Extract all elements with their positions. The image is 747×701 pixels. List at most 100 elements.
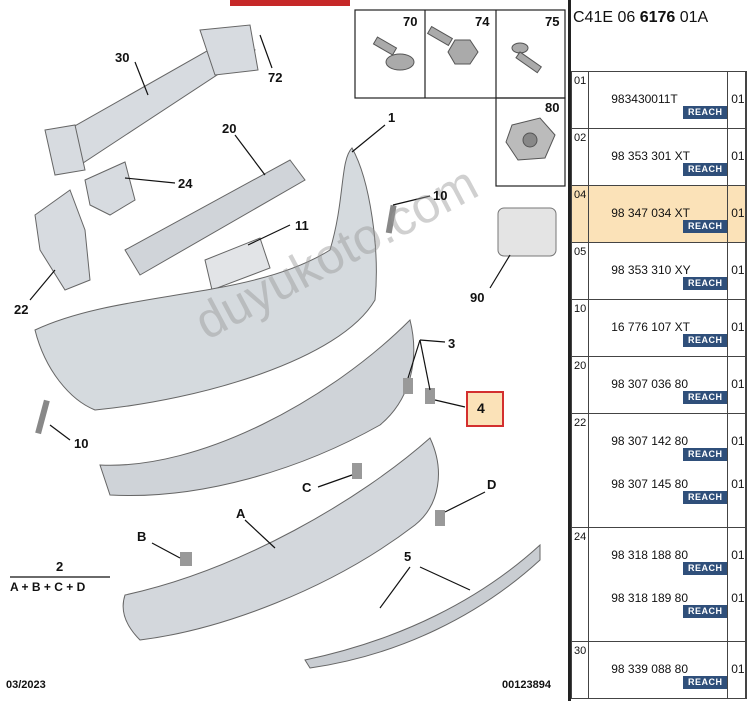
- header-banner: [230, 0, 350, 6]
- part-quantity: 01: [731, 662, 745, 676]
- callout-72[interactable]: 72: [268, 70, 283, 85]
- part-number[interactable]: 98 347 034 XT: [611, 206, 690, 220]
- callout-74[interactable]: 74: [475, 14, 490, 29]
- catalog-ref-suffix: 01A: [675, 9, 709, 26]
- bracket-22: [34, 189, 91, 291]
- part-quantity: 01: [731, 149, 745, 163]
- clip-3b: [425, 388, 435, 404]
- highlight-box-4: [466, 391, 504, 427]
- reach-badge: REACH: [683, 163, 728, 176]
- callout-3[interactable]: 3: [448, 336, 456, 351]
- callout-80[interactable]: 80: [545, 100, 560, 115]
- callout-90[interactable]: 90: [470, 290, 485, 305]
- row-description: [744, 527, 747, 642]
- callout-1[interactable]: 1: [388, 110, 396, 125]
- catalog-reference: C41E 06 6176 01A: [573, 9, 708, 27]
- row-position: 20: [570, 356, 590, 414]
- plate-11: [204, 237, 271, 291]
- part-quantity: 01: [731, 206, 745, 220]
- callout-11[interactable]: 11: [295, 218, 309, 233]
- part-number[interactable]: 983430011T: [611, 92, 678, 106]
- part-number[interactable]: 98 353 301 XT: [611, 149, 690, 163]
- row-reference: 983430011T REACH: [588, 71, 729, 129]
- part-number[interactable]: 98 307 036 80: [611, 377, 688, 391]
- parts-diagram: duyukoto.com 30 72 70 74 75 80 1 20 24 1…: [6, 0, 566, 691]
- callout-a[interactable]: A: [236, 506, 246, 521]
- part-number[interactable]: 98 318 189 80: [611, 591, 688, 605]
- part-number[interactable]: 98 307 142 80: [611, 434, 688, 448]
- callout-2[interactable]: 2: [56, 559, 64, 574]
- panel-divider: [568, 0, 571, 701]
- part-quantity: 01: [731, 377, 745, 391]
- callout-75[interactable]: 75: [545, 14, 560, 29]
- row-description: [744, 128, 747, 186]
- nut-80-icon: [505, 117, 556, 161]
- reach-badge: REACH: [683, 391, 728, 404]
- callout-30[interactable]: 30: [115, 50, 130, 65]
- callout-70[interactable]: 70: [403, 14, 418, 29]
- row-quantity: 01: [727, 185, 746, 243]
- callout-10-top[interactable]: 10: [433, 188, 448, 203]
- part-number[interactable]: 98 339 088 80: [611, 662, 688, 676]
- callout-4[interactable]: 4: [477, 400, 485, 416]
- row-position: 10: [570, 299, 590, 357]
- trim-5: [304, 543, 541, 669]
- reach-badge: REACH: [683, 334, 728, 347]
- callout-5[interactable]: 5: [404, 549, 412, 564]
- bracket-24: [84, 161, 136, 216]
- row-quantity: 01: [727, 242, 746, 300]
- exploded-view-drawing: [10, 0, 566, 669]
- bracket-10-right: [385, 204, 397, 234]
- part-quantity: 01: [731, 548, 745, 562]
- part-number[interactable]: 16 776 107 XT: [611, 320, 690, 334]
- part-quantity: 01: [731, 434, 745, 448]
- row-description: [744, 185, 747, 243]
- row-position: 05: [570, 242, 590, 300]
- part-number[interactable]: 98 307 145 80: [611, 477, 688, 491]
- row-quantity: 01: [727, 356, 746, 414]
- reach-badge: REACH: [683, 106, 728, 119]
- callout-c[interactable]: C: [302, 480, 312, 495]
- callout-22[interactable]: 22: [14, 302, 29, 317]
- diffuser: [99, 319, 415, 497]
- callout-20[interactable]: 20: [222, 121, 237, 136]
- row-quantity: 01: [727, 128, 746, 186]
- reach-badge: REACH: [683, 676, 728, 689]
- clip-c: [352, 463, 362, 479]
- part-quantity: 01: [731, 320, 745, 334]
- part-quantity: 01: [731, 92, 745, 106]
- callout-b[interactable]: B: [137, 529, 147, 544]
- row-description: [744, 413, 747, 528]
- clip-b: [180, 552, 192, 566]
- bumper-cover-1: [34, 147, 377, 411]
- part-number[interactable]: 98 318 188 80: [611, 548, 688, 562]
- row-quantity: 01 01: [727, 527, 746, 642]
- part-quantity: 01: [731, 263, 745, 277]
- row-description: [744, 299, 747, 357]
- part-number[interactable]: 98 353 310 XY: [611, 263, 691, 277]
- callout-10-bottom[interactable]: 10: [74, 436, 89, 451]
- part-quantity: 01: [731, 591, 745, 605]
- callout-d[interactable]: D: [487, 477, 497, 492]
- row-description: [744, 71, 747, 129]
- bracket-10-left: [35, 399, 50, 435]
- rivet-75-icon: [511, 42, 542, 74]
- callout-24[interactable]: 24: [178, 176, 193, 191]
